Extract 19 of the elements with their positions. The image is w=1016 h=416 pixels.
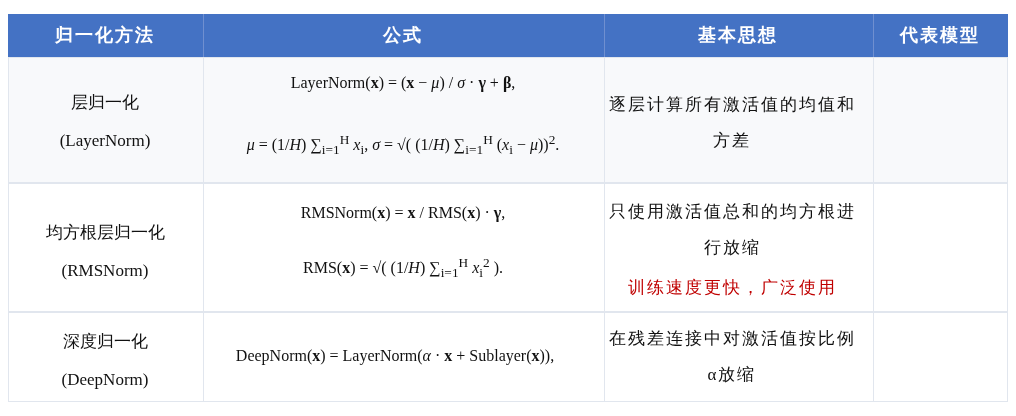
formula: LayerNorm(x) = (x − μ) / σ · γ + β, (290, 73, 516, 93)
column-header: 公式 (383, 25, 423, 47)
method-name: 深度归一化 (62, 331, 148, 353)
description: 只使用激活值总和的均方根进行放缩 (607, 201, 857, 259)
description: 在残差连接中对激活值按比例α放缩 (607, 328, 857, 386)
formula: RMSNorm(x) = x / RMS(x) · γ, (300, 203, 506, 223)
method-name: 层归一化 (71, 92, 139, 114)
column-header: 基本思想 (698, 25, 778, 47)
method-abbreviation: (LayerNorm) (59, 130, 151, 152)
method-name: 均方根层归一化 (45, 222, 165, 244)
method-abbreviation: (DeepNorm) (61, 369, 149, 391)
formula: DeepNorm(x) = LayerNorm(α · x + Sublayer(x)), (235, 346, 555, 366)
column-header: 归一化方法 (55, 25, 155, 47)
formula: μ = (1/H) ∑$_{i=1}$$^{H}$ x$_{i}$, σ = √( (1/H) ∑$_{i=1}$$^{H}$ (x$_{i}$ − μ))$^{2}$. (246, 131, 560, 159)
description: 逐层计算所有激活值的均值和方差 (607, 94, 857, 152)
column-header: 代表模型 (900, 25, 980, 47)
formula: RMS(x) = √( (1/H) ∑$_{i=1}$$^{H}$ x$_{i}$$^{2}$ ). (303, 254, 503, 282)
highlight-note: 训练速度更快，广泛使用 (627, 277, 837, 299)
method-abbreviation: (RMSNorm) (61, 260, 149, 282)
